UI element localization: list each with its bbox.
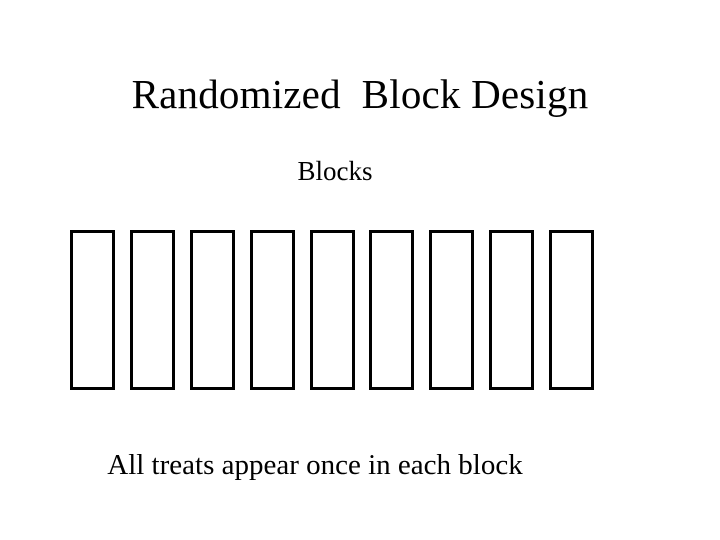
block-rect bbox=[549, 230, 594, 390]
block-rect bbox=[369, 230, 415, 390]
block-rect bbox=[189, 230, 235, 390]
slide-caption: All treats appear once in each block bbox=[107, 449, 523, 481]
blocks-row bbox=[70, 230, 594, 390]
block-rect bbox=[429, 230, 475, 390]
page-title: Randomized Block Design bbox=[131, 71, 589, 117]
block-rect bbox=[489, 230, 535, 390]
blocks-label: Blocks bbox=[297, 156, 373, 186]
block-rect bbox=[249, 230, 295, 390]
block-rect bbox=[129, 230, 175, 390]
block-rect bbox=[70, 230, 115, 390]
block-rect bbox=[309, 230, 355, 390]
